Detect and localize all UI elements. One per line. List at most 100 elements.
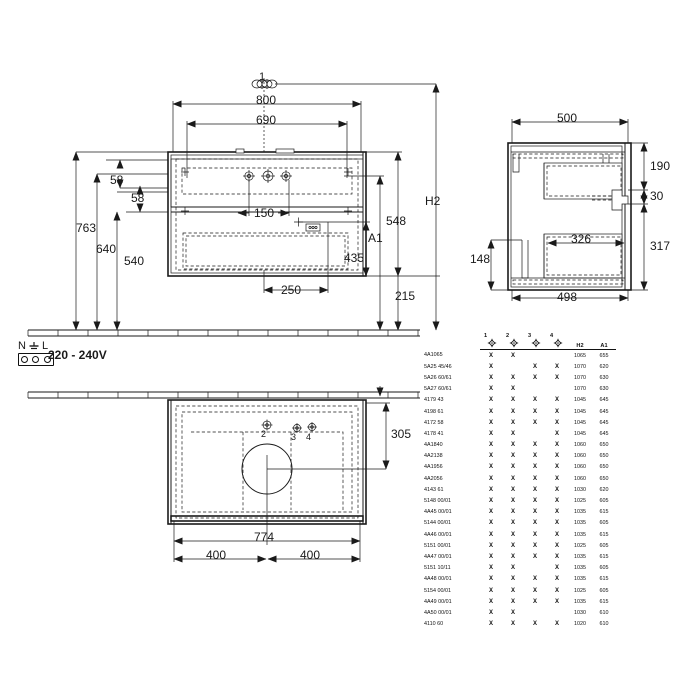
cell-h2: 1035 [574,520,586,527]
cell-h2: 1045 [574,408,586,415]
cell-c3: X [532,576,537,583]
cell-a1: 605 [599,498,609,505]
dim-label-548: 548 [386,214,407,228]
dim-498 [511,290,629,302]
cell-h2: 1035 [574,565,586,572]
cell-a1: 610 [599,609,609,616]
socket-symbol-front [305,223,321,232]
cell-name: 4143 61 [424,486,444,493]
dim-label-58-lower: 58 [131,191,145,205]
cell-c1: X [488,621,493,628]
dim-label-215: 215 [395,289,416,303]
cell-c4: X [554,486,559,493]
cell-c4: X [554,509,559,516]
cell-c4: X [554,475,559,482]
cell-a1: 630 [599,386,609,393]
dim-A1 [344,175,384,330]
cell-c2: X [510,542,515,549]
cell-a1: 645 [599,430,609,437]
cell-c4: X [554,565,559,572]
dim-150 [237,180,290,217]
dim-label-H2: H2 [425,194,441,208]
cell-c2: X [510,419,515,426]
cell-c4 [546,350,568,362]
cell-name: 5148 00/01 [424,498,451,505]
socket-outlet-icon [18,353,54,366]
dim-label-400-left: 400 [206,548,227,562]
cell-c4: X [554,542,559,549]
dim-label-317: 317 [650,239,671,253]
cell-c3: X [532,374,537,381]
cell-c4: X [554,598,559,605]
plan-view [167,399,390,563]
cell-a1: 645 [599,408,609,415]
dim-58-lower [117,185,168,213]
cell-c3: X [532,598,537,605]
cell-c1: X [488,498,493,505]
dim-548 [366,151,402,277]
cell-c1: X [488,464,493,471]
cell-c2: X [510,598,515,605]
fixing-point-1-icon [487,338,497,348]
col-header-h2: H2 [568,330,592,350]
cell-c1: X [488,475,493,482]
dim-317 [631,203,648,291]
dim-label-150: 150 [254,206,275,220]
cell-c2: X [510,352,515,359]
cell-name: 4A48 00/01 [424,576,452,583]
dim-800 [172,100,362,152]
dim-label-148: 148 [470,252,491,266]
cell-c2: X [510,587,515,594]
cell-c3 [524,607,546,618]
cell-h2: 1060 [574,464,586,471]
cell-c3: X [532,442,537,449]
cell-name: 5144 00/01 [424,520,451,527]
cell-c3 [524,350,546,362]
cell-c1: X [488,609,493,616]
cell-c3: X [532,363,537,370]
cell-a1: 605 [599,587,609,594]
cell-c3: X [532,531,537,538]
cell-c1: X [488,531,493,538]
dim-250 [263,222,329,294]
cell-a1: 650 [599,464,609,471]
col-1-number: 1 [484,333,488,339]
dim-label-190: 190 [650,159,671,173]
spec-table-header-row: 1 2 [424,330,616,350]
cell-c2: X [510,464,515,471]
callout-1-symbol [251,78,436,152]
cell-c3: X [532,542,537,549]
cell-name: 4A1956 [424,464,443,471]
cell-a1: 620 [599,363,609,370]
cell-name: 4A2138 [424,453,443,460]
cell-h2: 1065 [574,352,586,359]
cell-name: 5154 00/01 [424,587,451,594]
dim-label-A1: A1 [368,231,383,245]
cell-c1: X [488,520,493,527]
cell-c2: X [510,374,515,381]
cell-name: 5151 10/11 [424,565,451,572]
col-header-name [424,330,480,350]
cell-h2: 1045 [574,430,586,437]
dim-label-305: 305 [391,427,412,441]
cell-c2 [502,361,524,372]
cell-c3: X [532,464,537,471]
col-header-2: 2 [502,330,524,350]
cell-c3 [524,563,546,574]
cell-c1: X [488,542,493,549]
cell-name: 4A47 00/01 [424,553,452,560]
cell-h2: 1045 [574,397,586,404]
cell-name: 4A2056 [424,475,443,482]
cell-a1: 615 [599,553,609,560]
cell-h2: 1060 [574,475,586,482]
